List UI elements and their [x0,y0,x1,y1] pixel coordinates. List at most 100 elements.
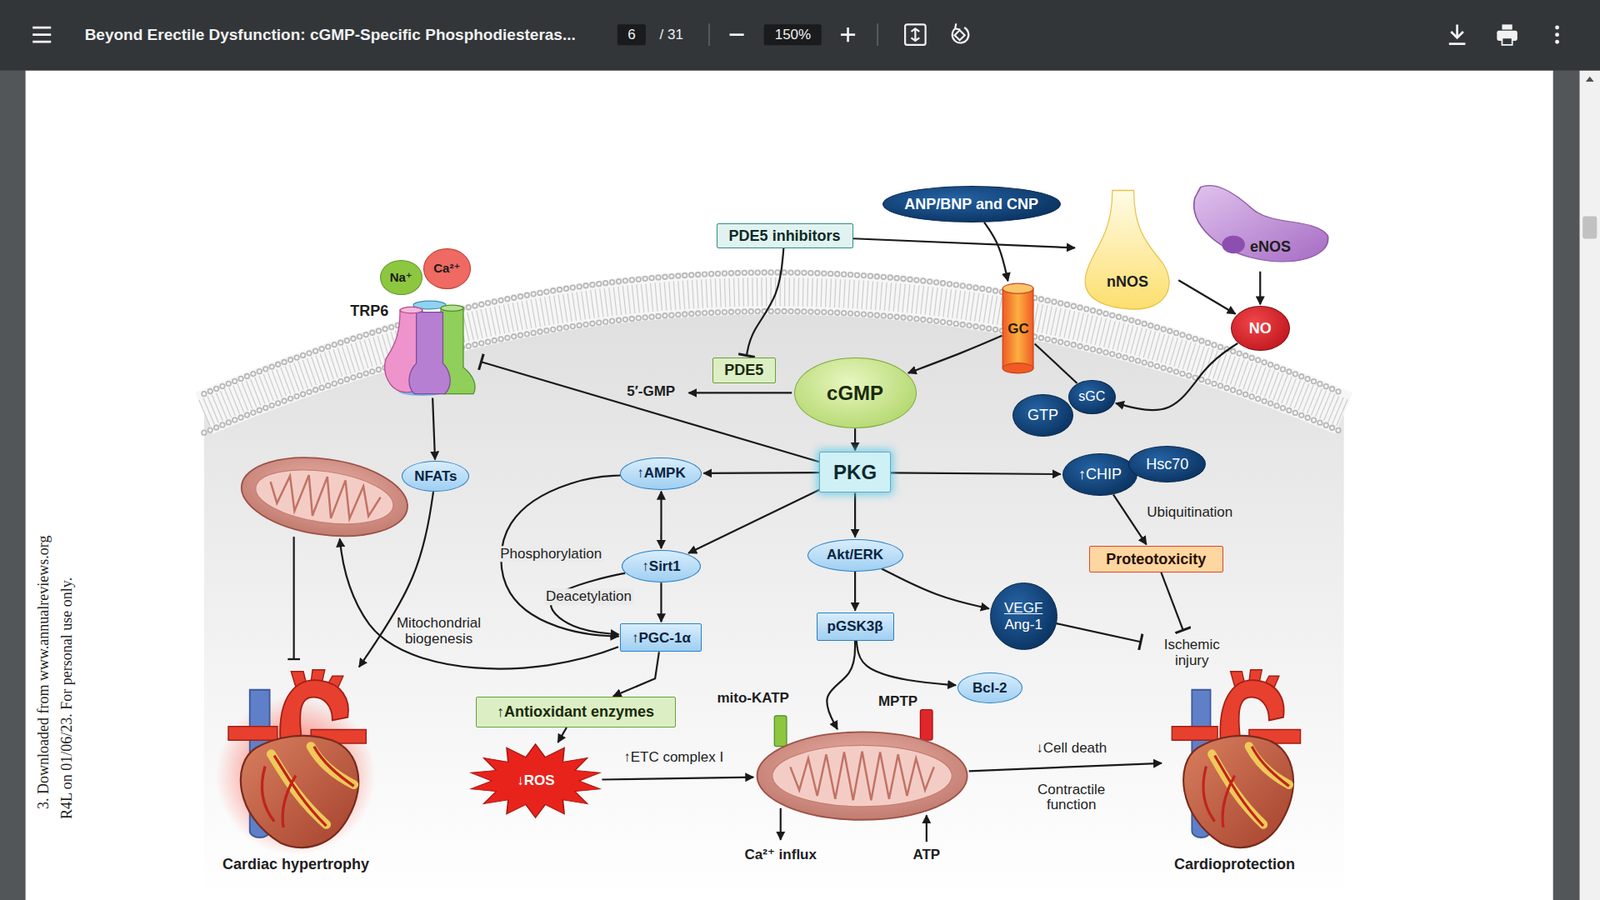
node-label: GTP [1027,406,1059,425]
gc-cylinder [1003,283,1035,374]
node-label: ↑PGC-1α [631,630,691,647]
toolbar-separator [709,23,878,46]
arrow-connector [854,571,856,611]
ion-flux-label: Ca²⁺ influx [745,846,817,864]
effect-label: Contractile function [1022,782,1121,814]
ion-channel: TRP6 [381,295,480,398]
messenger-ellipse: cGMP [794,357,917,430]
protein-ellipse: ↑AMPK [620,457,702,490]
scrollbar-thumb [1582,216,1597,240]
arrow-connector [854,428,856,450]
page-count: / 31 [660,26,684,44]
ligand-ellipse: ANP/BNP and CNP [882,185,1061,223]
nnos-shape [1085,190,1170,310]
zoom-out-icon [730,33,745,36]
starburst [470,744,600,818]
arrow-connector [826,640,855,730]
arrow-connector [1035,343,1078,383]
arrow-connector [1115,343,1238,410]
enzyme-ellipse: sGC [1068,380,1116,415]
effect-box: Proteotoxicity [1089,545,1225,573]
heart-illustration: Cardioprotection [1163,668,1306,852]
arrow-connector [854,492,856,537]
node-label: Cardiac hypertrophy [222,855,370,874]
menu-icon [32,27,51,42]
heart-graphic [1163,668,1306,852]
node-label: Proteotoxicity [1105,550,1206,569]
protein-ellipse: ↑CHIP [1062,453,1139,496]
molecule-circle: NO [1230,305,1290,351]
document-title: Beyond Erectile Dysfunction: cGMP-Specif… [85,25,576,45]
cytoplasm [204,291,1345,900]
zoom-level: 150% [764,24,822,46]
zoom-in-icon [840,27,855,42]
node-label: ↑Sirt1 [641,558,680,575]
arrow-connector [908,335,1003,374]
ros-starburst: ↓ROS [469,744,602,818]
factor-ellipse: NFATs [401,460,470,492]
protein-box: ↑PGC-1α [620,623,702,652]
arrow-connector [660,582,662,622]
fit-icon [905,24,925,45]
protein-ellipse: Bcl-2 [957,672,1023,704]
inhibition-line [293,536,295,660]
molecule-ellipse: GTP [1012,394,1074,437]
node-label: PDE5 inhibitors [729,227,841,245]
protein-box: pGSK3β [816,612,895,641]
molecule-label: ATP [912,846,940,864]
print-icon [1496,24,1517,45]
node-label: sGC [1078,389,1105,405]
rotate-icon [952,23,970,43]
heart [228,670,366,848]
arrow-connector [881,568,990,609]
arrow-connector [1259,271,1261,305]
outcome-label: Ischemic injury [1142,631,1242,675]
node-label: VEGF [1004,600,1043,617]
inhibition-connector [1160,572,1183,630]
node-label: eNOS [1250,238,1291,256]
node-label: NO [1249,320,1272,338]
nnos-graphic [1076,189,1179,312]
arrow-connector [703,471,820,475]
arrow-connector [688,490,820,554]
viewer-toolbar [0,0,1600,70]
mitochondrion: mito-KATPMPTP [755,730,970,822]
arrow-connector [558,727,567,743]
process-label: Mitochondrial biogenesis [376,615,501,647]
node-label: Na⁺ [390,270,413,285]
node-label: Ischemic injury [1149,637,1235,669]
arrow-connector [660,491,662,549]
node-label: PKG [833,460,877,485]
connector-label: Ubiquitination [1145,504,1235,521]
node-sublabel: Ang-1 [1004,616,1042,634]
more-icon [1555,25,1560,45]
node-label: ANP/BNP and CNP [904,195,1039,214]
leader-arrow [925,815,928,842]
node-label: Cardioprotection [1174,855,1295,874]
product-label: 5′-GMP [626,383,675,400]
protein-ellipse: Hsc70 [1128,445,1206,483]
leader-arrow [689,391,793,394]
node-label: Ca²⁺ [433,260,460,275]
arrow-connector [853,238,1075,248]
arrow-connector [1178,280,1235,314]
node-label: TRP6 [350,302,389,320]
arrow-connector [1113,494,1147,545]
receptor-cylinder: GC [1001,282,1035,375]
heart [1171,670,1300,848]
connector-label: ↓Cell death [1034,740,1109,757]
mito-graphic [755,730,970,822]
mitochondrion-body [757,709,968,820]
connector-label: ↑ETC complex I [621,749,725,766]
enzyme-shape: eNOS [1189,181,1332,272]
cristae [266,469,383,525]
inhibition-connector [746,248,784,356]
node-label: nNOS [1106,273,1149,291]
arrow-connector [890,472,1061,475]
node-label: ↑Antioxidant enzymes [496,703,655,721]
pdf-page [25,70,1554,900]
heart-graphic [219,668,373,852]
enos-graphic [1189,181,1332,272]
enos-shape [1193,185,1328,262]
node-label: pGSK3β [827,618,884,635]
